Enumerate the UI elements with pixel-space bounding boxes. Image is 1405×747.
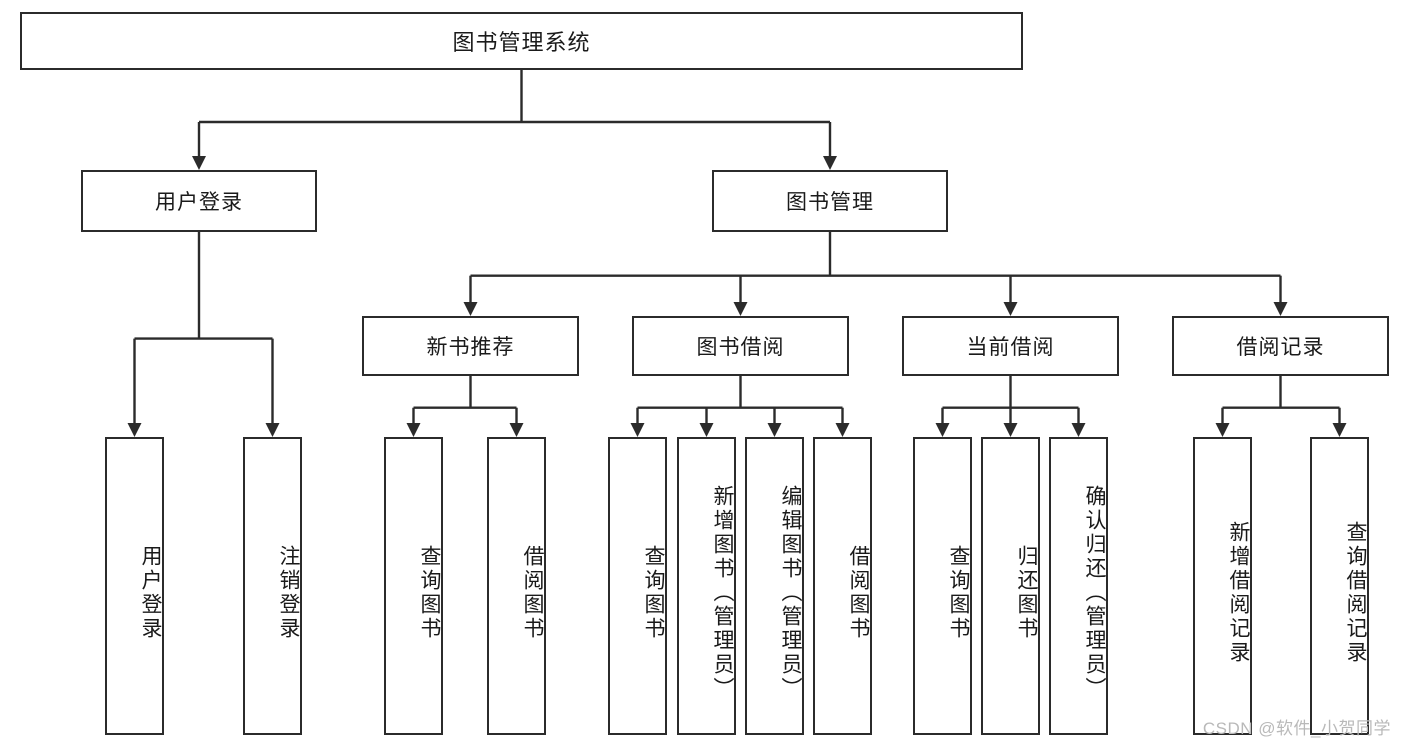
watermark: CSDN @软件_小贺同学: [1202, 719, 1391, 738]
node-book-borrow[interactable]: 图书借阅: [632, 316, 849, 376]
node-label: 借阅图书: [521, 545, 544, 641]
node-current-borrow[interactable]: 当前借阅: [902, 316, 1119, 376]
node-leaf-return-book[interactable]: 归还图书: [981, 437, 1040, 735]
node-label: 当前借阅: [966, 336, 1055, 359]
node-new-book-rec[interactable]: 新书推荐: [362, 316, 579, 376]
node-label: 图书借阅: [696, 336, 785, 359]
node-label: 查询借阅记录: [1344, 521, 1367, 665]
node-label: 确认归还（管理员）: [1083, 485, 1106, 701]
node-root[interactable]: 图书管理系统: [20, 12, 1023, 70]
node-book-manage[interactable]: 图书管理: [712, 170, 948, 232]
node-leaf-query-book-rec[interactable]: 查询图书: [384, 437, 443, 735]
node-label: 图书管理系统: [452, 30, 591, 55]
node-label: 新增图书（管理员）: [711, 485, 734, 701]
node-leaf-user-login[interactable]: 用户登录: [105, 437, 164, 735]
node-leaf-query-cur[interactable]: 查询图书: [913, 437, 972, 735]
node-label: 归还图书: [1015, 545, 1038, 641]
node-label: 编辑图书（管理员）: [779, 485, 802, 701]
node-label: 注销登录: [277, 545, 300, 641]
node-user-login[interactable]: 用户登录: [81, 170, 317, 232]
node-label: 新书推荐: [426, 336, 515, 359]
node-leaf-confirm-return[interactable]: 确认归还（管理员）: [1049, 437, 1108, 735]
node-label: 查询图书: [418, 545, 441, 641]
node-leaf-borrow-book[interactable]: 借阅图书: [813, 437, 872, 735]
node-leaf-edit-book[interactable]: 编辑图书（管理员）: [745, 437, 804, 735]
node-label: 借阅记录: [1236, 336, 1325, 359]
node-leaf-add-record[interactable]: 新增借阅记录: [1193, 437, 1252, 735]
node-label: 用户登录: [155, 191, 243, 214]
node-label: 用户登录: [139, 545, 162, 641]
node-label: 查询图书: [642, 545, 665, 641]
node-label: 查询图书: [947, 545, 970, 641]
node-leaf-borrow-book-rec[interactable]: 借阅图书: [487, 437, 546, 735]
node-leaf-logout[interactable]: 注销登录: [243, 437, 302, 735]
node-leaf-query-book[interactable]: 查询图书: [608, 437, 667, 735]
node-label: 新增借阅记录: [1227, 521, 1250, 665]
node-label: 图书管理: [786, 191, 874, 214]
node-leaf-query-record[interactable]: 查询借阅记录: [1310, 437, 1369, 735]
node-leaf-add-book[interactable]: 新增图书（管理员）: [677, 437, 736, 735]
node-borrow-record[interactable]: 借阅记录: [1172, 316, 1389, 376]
node-label: 借阅图书: [847, 545, 870, 641]
